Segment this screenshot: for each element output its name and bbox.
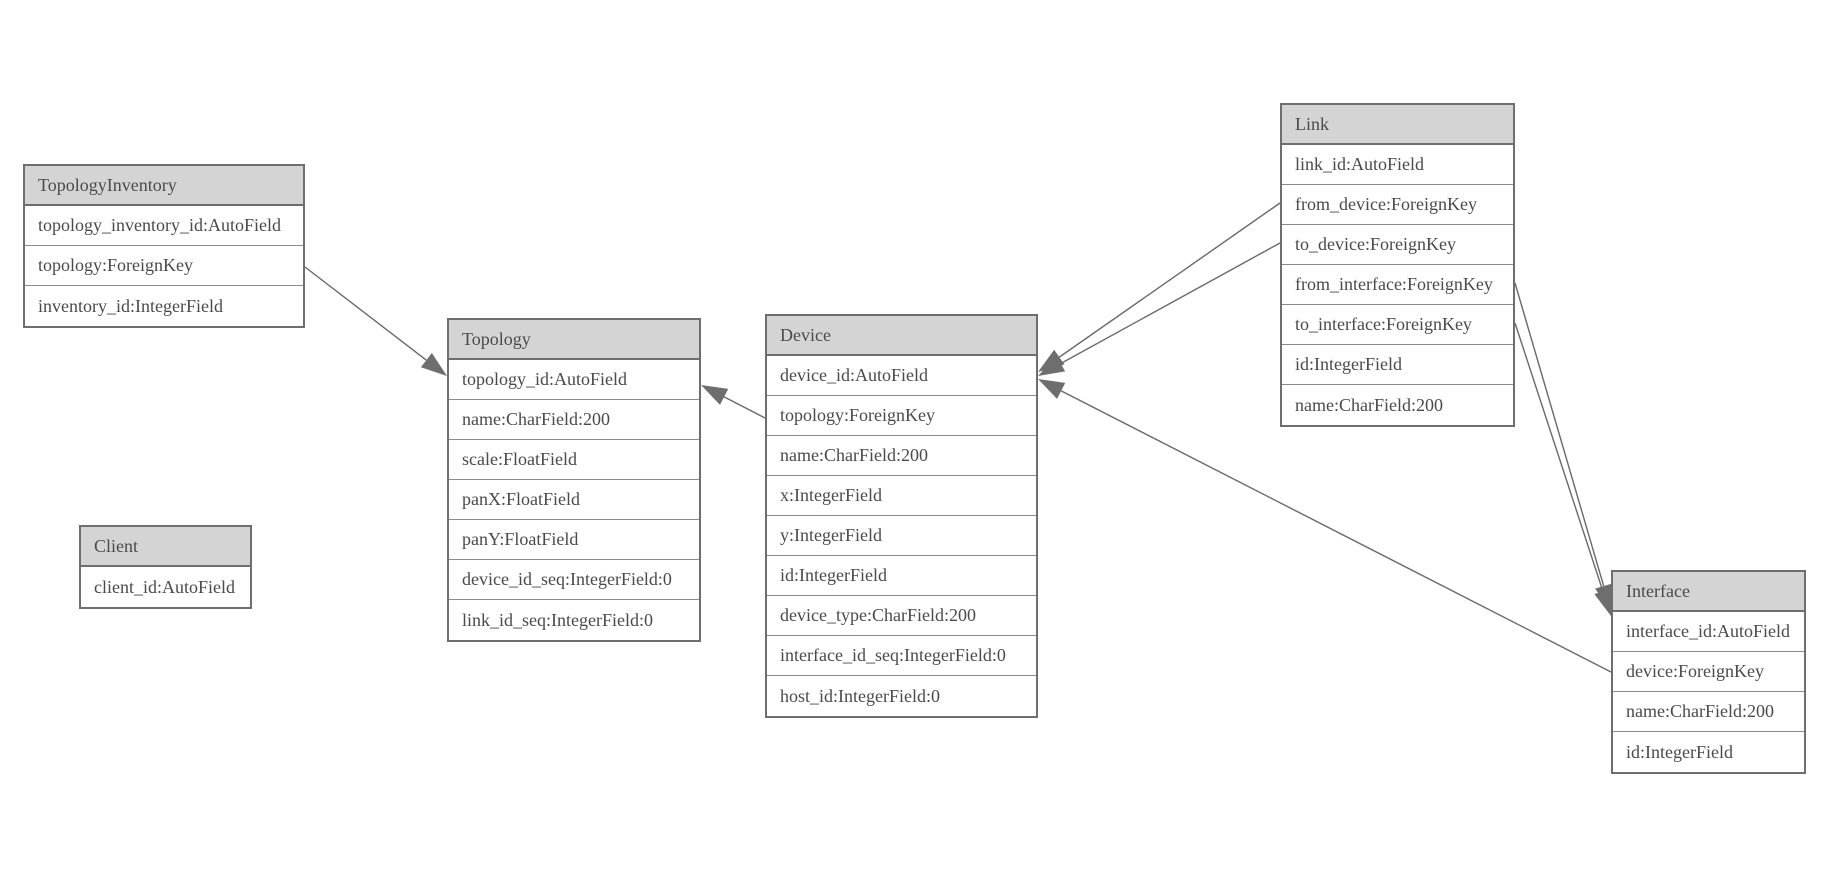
entity-field-row: from_device:ForeignKey (1282, 185, 1513, 225)
arrowhead-icon-link-to_interface-to-interface (1594, 588, 1612, 616)
entity-field-row: device_id:AutoField (767, 356, 1036, 396)
entity-field-row: scale:FloatField (449, 440, 699, 480)
entity-field-row: name:CharField:200 (1282, 385, 1513, 425)
entity-field-row: name:CharField:200 (767, 436, 1036, 476)
entity-field-row: panX:FloatField (449, 480, 699, 520)
entity-field-row: interface_id:AutoField (1613, 612, 1804, 652)
entity-field-row: id:IntegerField (767, 556, 1036, 596)
arrowhead-icon-interface-device-to-device (1038, 379, 1066, 399)
entity-field-row: to_interface:ForeignKey (1282, 305, 1513, 345)
entity-title-interface: Interface (1613, 572, 1804, 612)
entity-field-row: client_id:AutoField (81, 567, 250, 607)
entity-field-row: id:IntegerField (1282, 345, 1513, 385)
entity-field-row: to_device:ForeignKey (1282, 225, 1513, 265)
entity-title-topologyinventory: TopologyInventory (25, 166, 303, 206)
entity-field-row: id:IntegerField (1613, 732, 1804, 772)
edge-interface-device-to-device (1060, 390, 1612, 673)
edge-link-to_interface-to-interface (1514, 322, 1604, 592)
entity-field-row: x:IntegerField (767, 476, 1036, 516)
edge-device-topology-to-topology (723, 396, 766, 419)
entity-title-device: Device (767, 316, 1036, 356)
entity-title-link: Link (1282, 105, 1513, 145)
arrowhead-icon-device-topology-to-topology (701, 385, 729, 405)
entity-field-row: name:CharField:200 (449, 400, 699, 440)
entity-title-client: Client (81, 527, 250, 567)
entity-field-row: topology_id:AutoField (449, 360, 699, 400)
arrowhead-icon-link-to_device-to-device (1038, 355, 1066, 376)
entity-title-topology: Topology (449, 320, 699, 360)
arrowhead-icon-link-from_device-to-device (1038, 349, 1065, 372)
edge-topologyinventory-topology-to-topology (304, 266, 427, 361)
entity-field-row: topology:ForeignKey (25, 246, 303, 286)
entity-field-row: panY:FloatField (449, 520, 699, 560)
edge-link-to_device-to-device (1060, 242, 1281, 365)
arrowhead-icon-topologyinventory-topology-to-topology (420, 353, 447, 376)
entity-field-row: y:IntegerField (767, 516, 1036, 556)
entity-field-row: host_id:IntegerField:0 (767, 676, 1036, 716)
entity-field-row: inventory_id:IntegerField (25, 286, 303, 326)
entity-field-row: device_id_seq:IntegerField:0 (449, 560, 699, 600)
entity-field-row: link_id_seq:IntegerField:0 (449, 600, 699, 640)
entity-field-row: topology:ForeignKey (767, 396, 1036, 436)
edge-link-from_interface-to-interface (1514, 282, 1605, 587)
edge-link-from_device-to-device (1058, 202, 1281, 358)
entity-field-row: name:CharField:200 (1613, 692, 1804, 732)
entity-field-row: device:ForeignKey (1613, 652, 1804, 692)
entity-field-row: topology_inventory_id:AutoField (25, 206, 303, 246)
entity-field-row: interface_id_seq:IntegerField:0 (767, 636, 1036, 676)
entity-field-row: link_id:AutoField (1282, 145, 1513, 185)
entity-field-row: from_interface:ForeignKey (1282, 265, 1513, 305)
entity-field-row: device_type:CharField:200 (767, 596, 1036, 636)
